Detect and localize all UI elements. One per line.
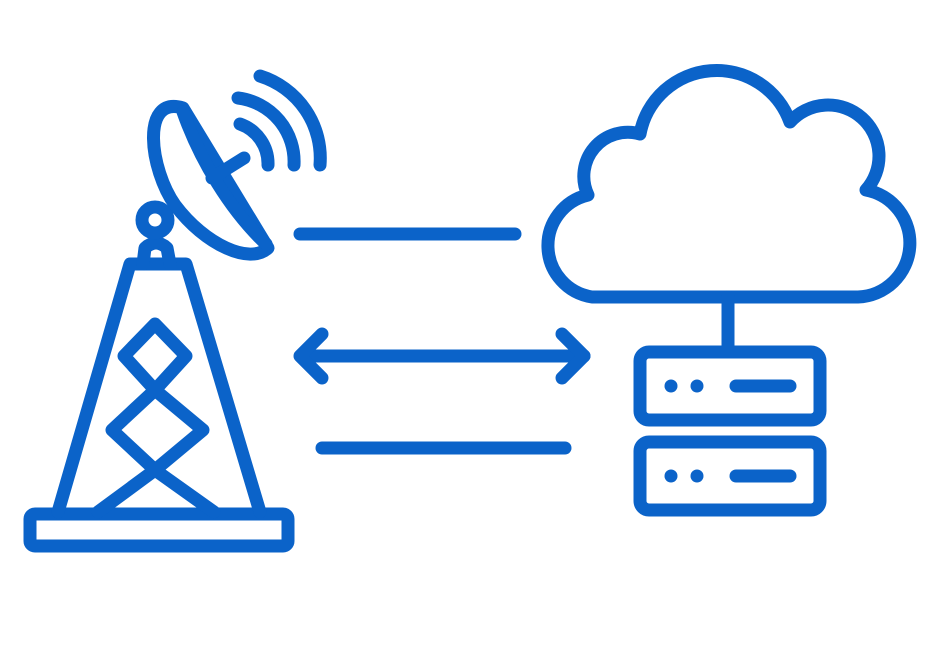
server-led xyxy=(690,379,704,393)
server-unit-top xyxy=(633,345,827,427)
tower-joint xyxy=(135,200,175,240)
tower-frame xyxy=(51,257,267,519)
server-icon xyxy=(633,345,827,517)
dish-bowl xyxy=(147,100,275,261)
cloud-icon xyxy=(541,64,917,304)
server-unit-bottom xyxy=(633,435,827,517)
tower-base xyxy=(23,507,295,553)
tower-neck xyxy=(136,236,177,271)
dish-feed xyxy=(176,105,273,251)
server-led xyxy=(690,469,704,483)
satellite-dish-icon xyxy=(147,69,327,261)
server-led xyxy=(664,379,678,393)
server-led xyxy=(664,469,678,483)
bidirectional-arrow-icon xyxy=(293,327,591,385)
signal-wave-3 xyxy=(253,69,327,172)
antenna-tower-icon xyxy=(23,200,295,553)
tower-lattice xyxy=(91,317,221,519)
signal-wave-2 xyxy=(231,91,301,172)
signal-wave-1 xyxy=(233,117,275,172)
